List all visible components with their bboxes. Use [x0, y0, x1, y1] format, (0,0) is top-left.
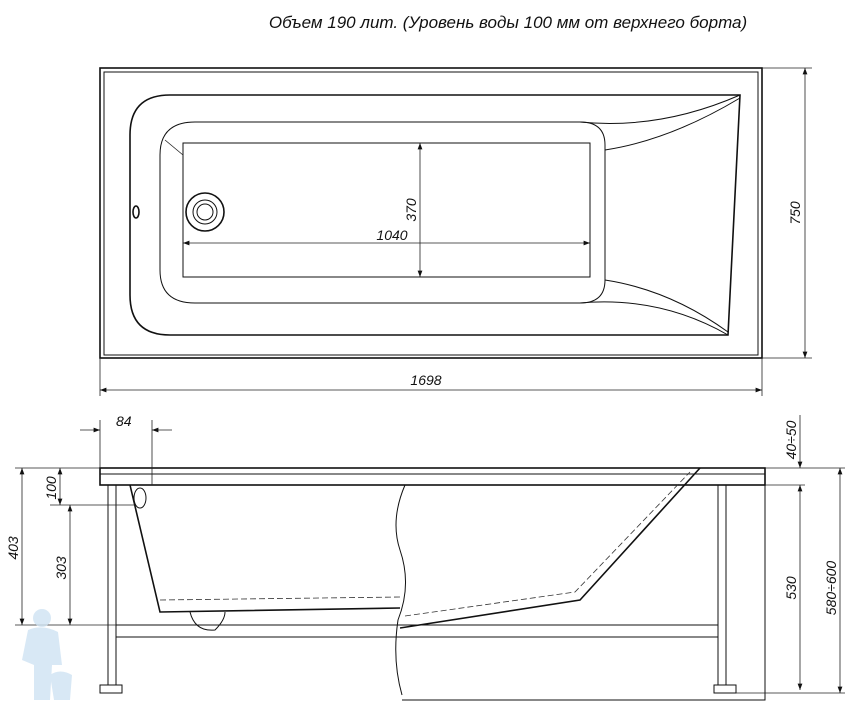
plumber-watermark-icon [22, 609, 72, 700]
width-label: 750 [787, 201, 803, 225]
panel-gap-label: 40÷50 [783, 420, 799, 459]
overflow-depth-label: 100 [43, 476, 59, 500]
top-view: 370 1040 1698 750 [99, 67, 812, 396]
floor-length-label: 1040 [376, 227, 407, 243]
overflow-icon [132, 205, 140, 219]
floor-width-label: 370 [403, 198, 419, 222]
total-height-label: 580÷600 [823, 561, 839, 616]
rim-offset-label: 84 [116, 413, 132, 429]
length-label: 1698 [410, 372, 441, 388]
total-depth-label: 403 [5, 536, 21, 560]
overflow-height-label: 303 [53, 556, 69, 580]
drawing-title: Объем 190 лит. (Уровень воды 100 мм от в… [269, 13, 747, 32]
drain-icon [185, 192, 225, 232]
leg-height-label: 530 [783, 576, 799, 600]
side-view: 84 403 100 303 40÷50 530 580÷600 [5, 413, 845, 701]
